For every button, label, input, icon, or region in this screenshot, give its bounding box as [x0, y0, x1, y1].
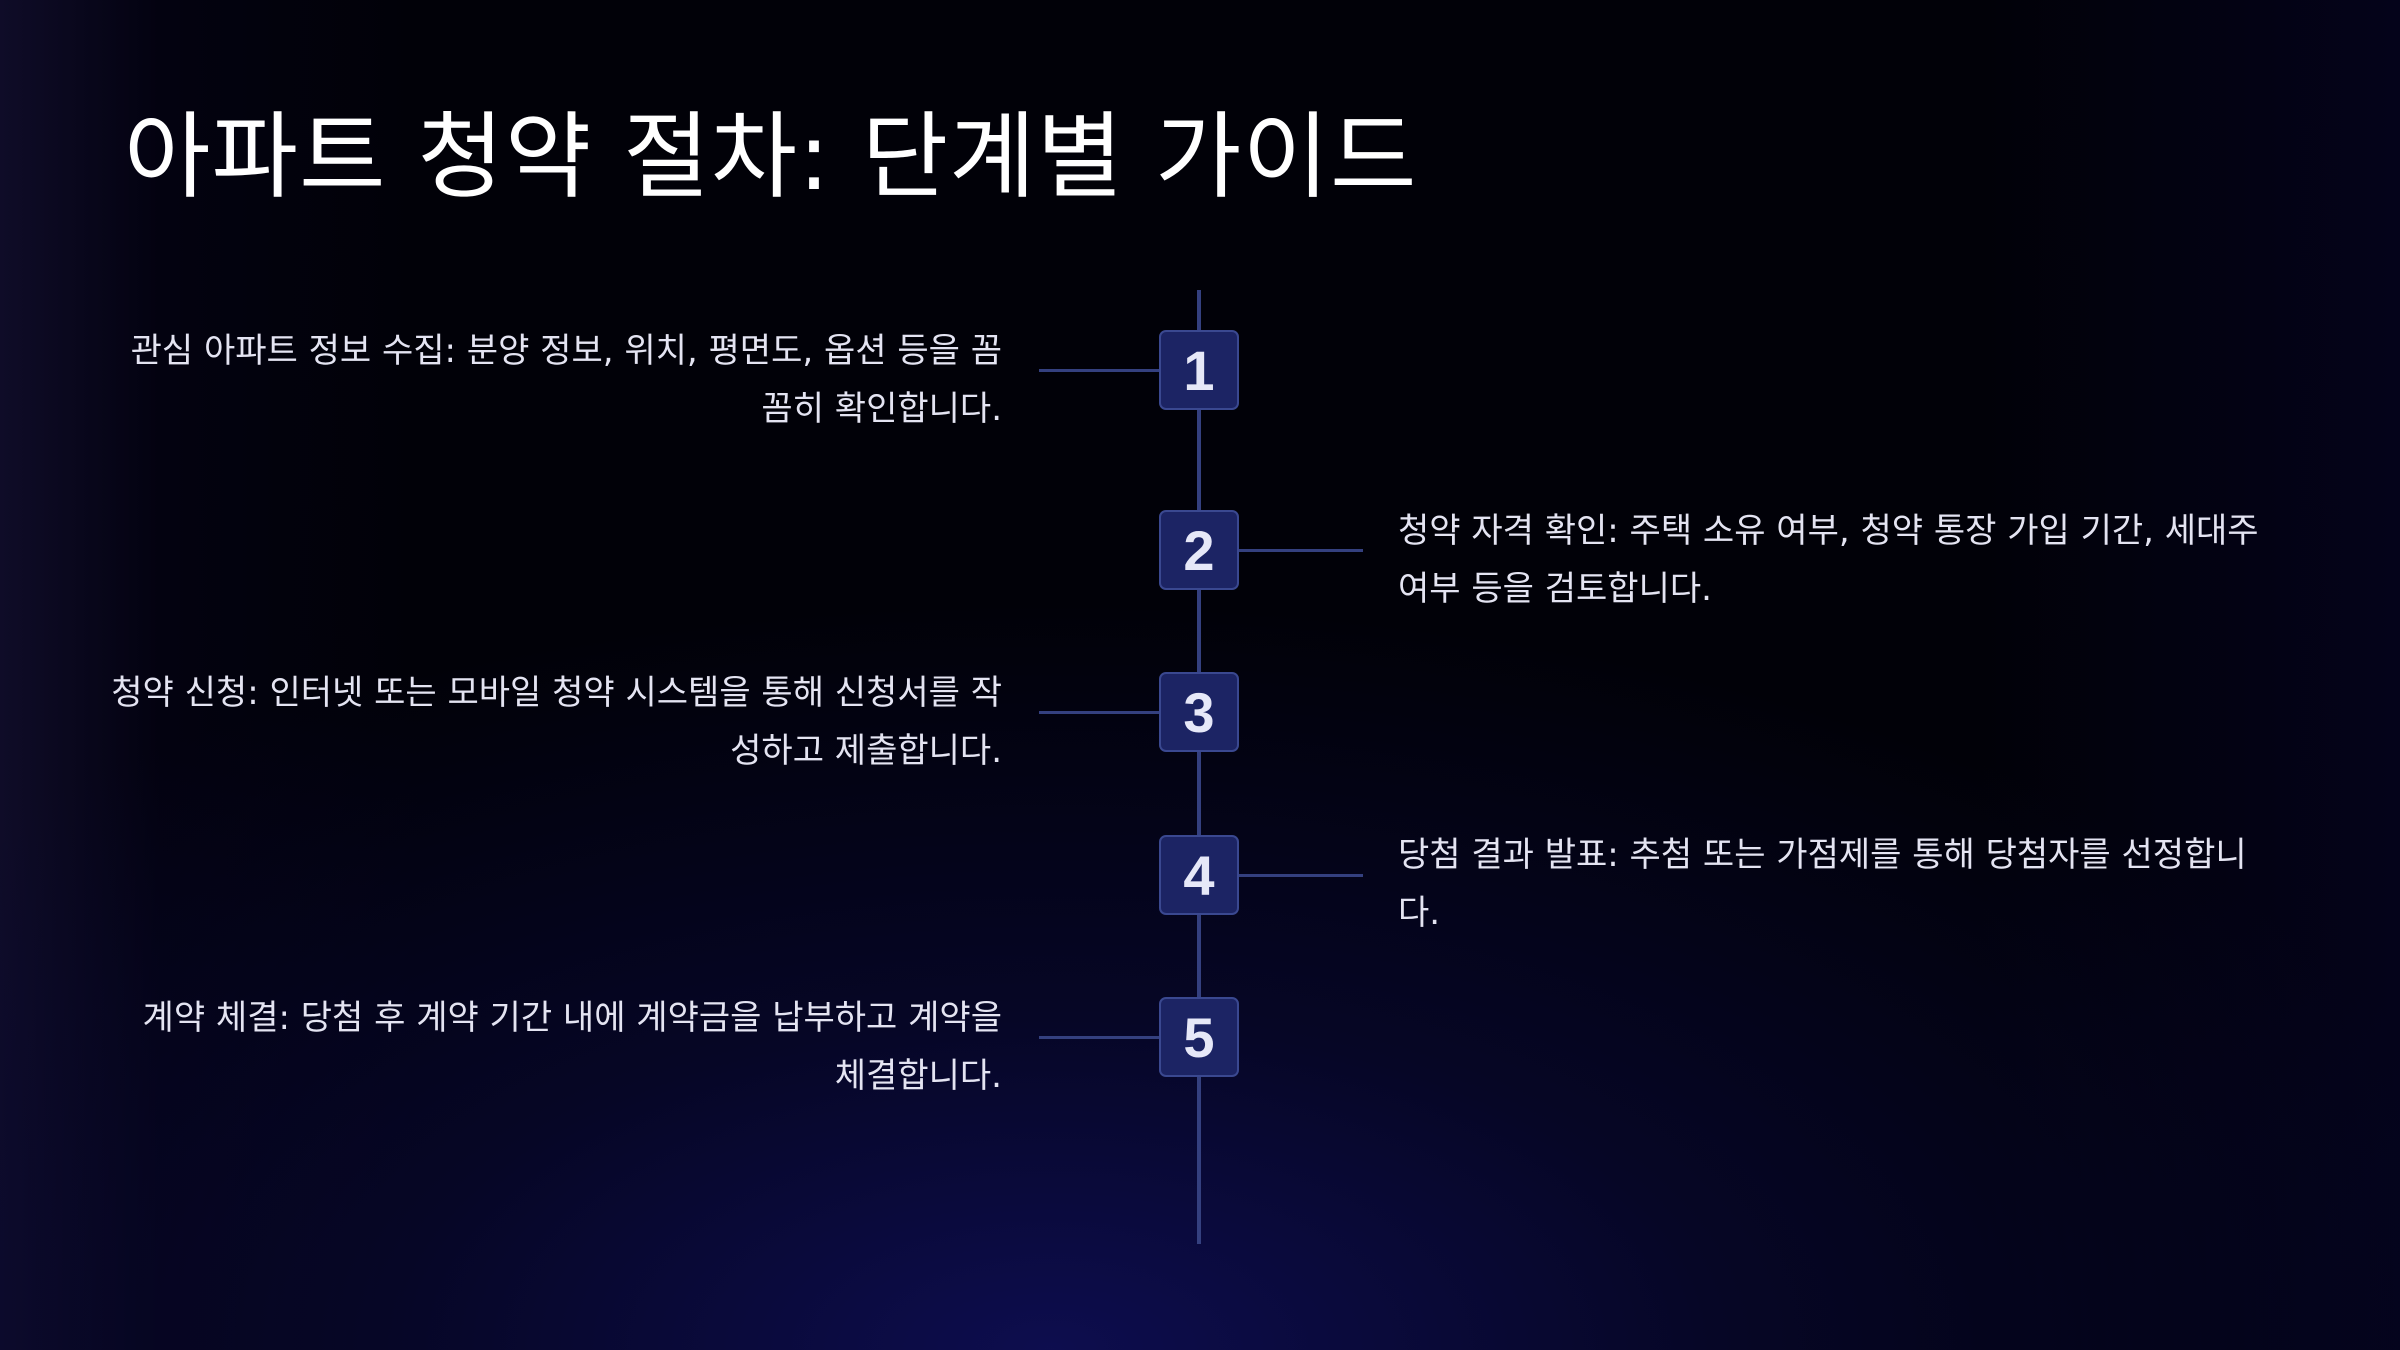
connector-line: [1237, 874, 1363, 877]
connector-line: [1039, 1036, 1161, 1039]
step-number-badge: 4: [1159, 835, 1239, 915]
step-number-badge: 2: [1159, 510, 1239, 590]
connector-line: [1237, 549, 1363, 552]
step-description: 청약 자격 확인: 주택 소유 여부, 청약 통장 가입 기간, 세대주 여부 …: [1398, 511, 2259, 609]
step-number-badge: 5: [1159, 997, 1239, 1077]
step-description: 청약 신청: 인터넷 또는 모바일 청약 시스템을 통해 신청서를 작성하고 제…: [111, 673, 1002, 771]
timeline-line: [1197, 290, 1201, 1244]
connector-line: [1039, 369, 1161, 372]
slide-title: 아파트 청약 절차: 단계별 가이드: [124, 103, 1418, 212]
step-description: 관심 아파트 정보 수집: 분양 정보, 위치, 평면도, 옵션 등을 꼼꼼히 …: [130, 331, 1002, 429]
connector-line: [1039, 711, 1161, 714]
step-description: 계약 체결: 당첨 후 계약 기간 내에 계약금을 납부하고 계약을 체결합니다…: [142, 998, 1002, 1096]
step-description: 당첨 결과 발표: 추첨 또는 가점제를 통해 당첨자를 선정합니다.: [1398, 835, 2247, 933]
step-number-badge: 1: [1159, 330, 1239, 410]
step-number-badge: 3: [1159, 672, 1239, 752]
